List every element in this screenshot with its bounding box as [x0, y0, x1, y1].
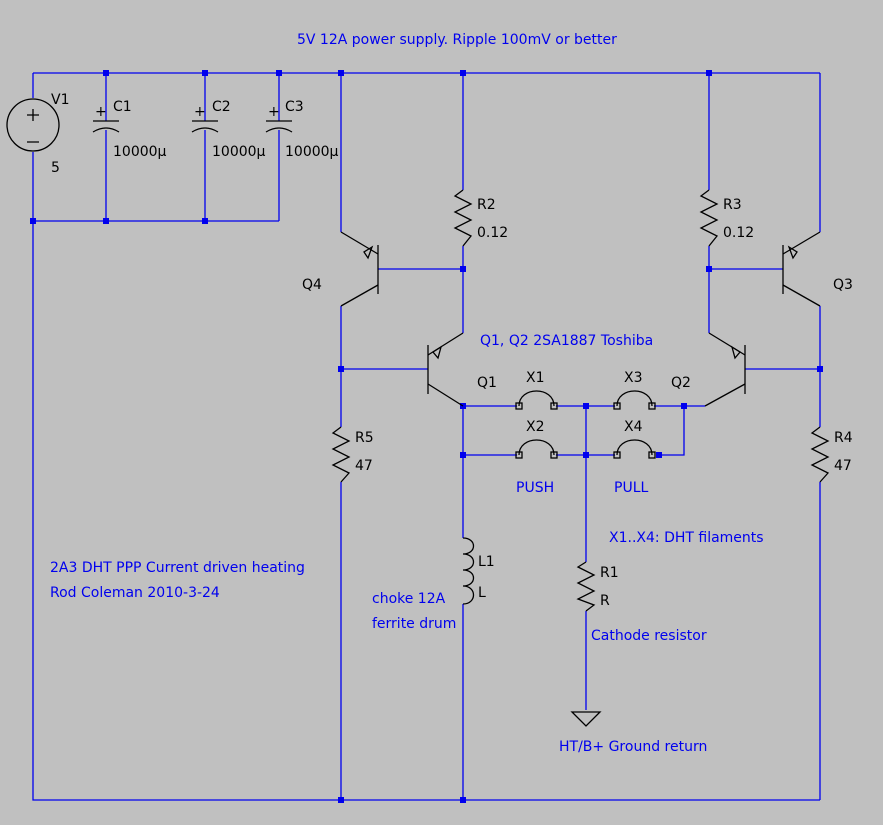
c1-plus-icon: + — [95, 104, 107, 120]
junction-dots — [30, 70, 823, 803]
heading-line-1: 2A3 DHT PPP Current driven heating — [50, 560, 305, 576]
c3-value: 10000µ — [285, 144, 339, 160]
r4-label: R4 — [834, 430, 853, 446]
filament-x1: X1 — [515, 370, 558, 410]
resistor-r3: R3 0.12 — [699, 189, 754, 247]
transistor-note: Q1, Q2 2SA1887 Toshiba — [480, 333, 653, 349]
r1-value: R — [600, 593, 610, 609]
filament-note: X1..X4: DHT filaments — [609, 530, 764, 546]
c3-label: C3 — [285, 99, 304, 115]
heading-line-2: Rod Coleman 2010-3-24 — [50, 585, 220, 601]
r5-value: 47 — [355, 458, 373, 474]
q1-label: Q1 — [477, 375, 497, 391]
choke-note-line-1: choke 12A — [372, 591, 446, 607]
capacitor-c2: + C2 10000µ — [191, 99, 266, 160]
r2-label: R2 — [477, 197, 496, 213]
resistor-r4: R4 47 — [810, 426, 853, 483]
c2-value: 10000µ — [212, 144, 266, 160]
ground-return-note: HT/B+ Ground return — [559, 739, 707, 755]
v1-value: 5 — [51, 160, 60, 176]
transistor-q3: Q3 — [782, 231, 853, 307]
c1-value: 10000µ — [113, 144, 167, 160]
c1-label: C1 — [113, 99, 132, 115]
q4-label: Q4 — [302, 277, 322, 293]
resistor-r5: R5 47 — [331, 426, 374, 483]
r1-label: R1 — [600, 565, 619, 581]
c2-plus-icon: + — [194, 104, 206, 120]
x2-label: X2 — [526, 419, 545, 435]
transistor-q1: Q1 — [427, 332, 497, 407]
c3-plus-icon: + — [268, 104, 280, 120]
q2-label: Q2 — [671, 375, 691, 391]
x1-label: X1 — [526, 370, 545, 386]
filament-x4: X4 — [613, 419, 662, 459]
r4-value: 47 — [834, 458, 852, 474]
annotations: 5V 12A power supply. Ripple 100mV or bet… — [50, 32, 764, 755]
c2-label: C2 — [212, 99, 231, 115]
x4-label: X4 — [624, 419, 643, 435]
r3-value: 0.12 — [723, 225, 754, 241]
filament-x3: X3 — [613, 370, 656, 410]
filament-x2: X2 — [515, 419, 558, 459]
push-label: PUSH — [516, 480, 554, 496]
x3-label: X3 — [624, 370, 643, 386]
transistor-q2: Q2 — [671, 332, 746, 407]
cathode-resistor-note: Cathode resistor — [591, 628, 707, 644]
inductor-l1: L1 L — [462, 537, 495, 605]
v1-label: V1 — [51, 92, 69, 108]
l1-value: L — [478, 585, 486, 601]
l1-label: L1 — [478, 554, 495, 570]
v1-source: V1 5 — [6, 92, 69, 176]
resistor-r2: R2 0.12 — [453, 189, 508, 247]
choke-note-line-2: ferrite drum — [372, 616, 456, 632]
q3-label: Q3 — [833, 277, 853, 293]
transistor-q4: Q4 — [302, 231, 379, 307]
wires — [32, 72, 821, 801]
resistor-r1: R1 R — [576, 561, 619, 612]
pull-label: PULL — [614, 480, 648, 496]
r5-label: R5 — [355, 430, 374, 446]
capacitor-c1: + C1 10000µ — [92, 99, 167, 160]
ground-icon — [570, 711, 602, 727]
r3-label: R3 — [723, 197, 742, 213]
r2-value: 0.12 — [477, 225, 508, 241]
capacitor-c3: + C3 10000µ — [265, 99, 339, 160]
page-title: 5V 12A power supply. Ripple 100mV or bet… — [297, 32, 617, 48]
